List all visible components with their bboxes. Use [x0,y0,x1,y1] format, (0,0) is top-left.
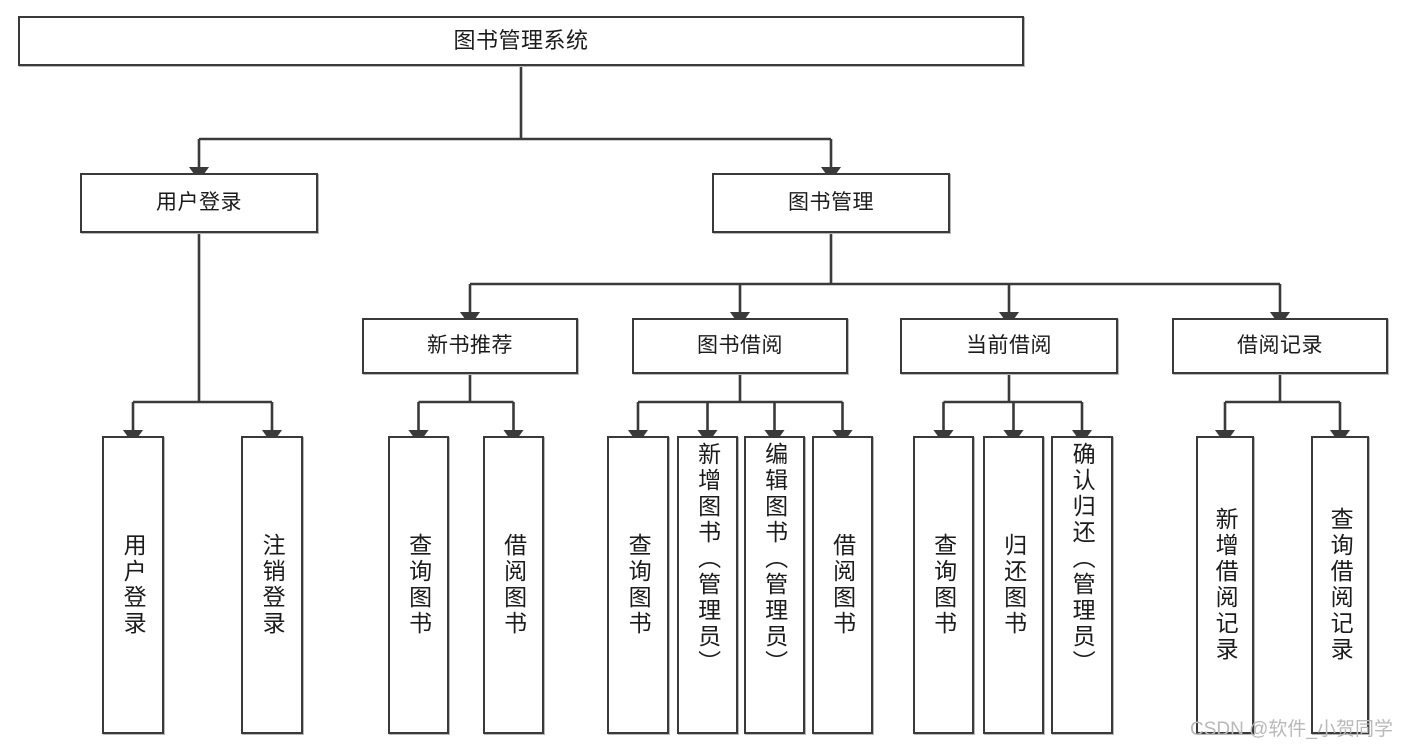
node-label: 用户登录 [156,190,242,214]
node-label: 当前借阅 [966,333,1052,357]
node-label: 查询借阅记录 [1327,507,1354,663]
node-leaf-add-book-admin[interactable]: 新增图书（管理员） [677,436,738,734]
node-label: 查询图书 [930,533,957,637]
node-leaf-add-borrow-record[interactable]: 新增借阅记录 [1196,436,1254,734]
node-label: 用户登录 [120,533,147,637]
node-label: 确认归还（管理员） [1069,442,1096,676]
node-leaf-user-logout[interactable]: 注销登录 [241,436,303,734]
node-leaf-query-book-2[interactable]: 查询图书 [607,436,669,734]
node-user-login[interactable]: 用户登录 [80,173,318,233]
node-leaf-borrow-book-2[interactable]: 借阅图书 [812,436,873,734]
node-leaf-user-login[interactable]: 用户登录 [102,436,164,734]
node-label: 查询图书 [405,533,432,637]
node-leaf-return-book[interactable]: 归还图书 [983,436,1044,734]
node-label: 新书推荐 [427,333,513,357]
node-root[interactable]: 图书管理系统 [18,16,1024,66]
node-leaf-query-book-3[interactable]: 查询图书 [913,436,974,734]
node-leaf-confirm-return-admin[interactable]: 确认归还（管理员） [1051,436,1113,734]
node-label: 新增图书（管理员） [694,442,721,676]
node-leaf-query-book-1[interactable]: 查询图书 [388,436,449,734]
node-label: 图书借阅 [697,333,783,357]
node-label: 借阅记录 [1237,333,1323,357]
node-label: 图书管理 [788,190,874,214]
node-leaf-query-borrow-record[interactable]: 查询借阅记录 [1311,436,1369,734]
node-leaf-edit-book-admin[interactable]: 编辑图书（管理员） [744,436,805,734]
node-new-book-rec[interactable]: 新书推荐 [362,318,578,374]
node-label: 新增借阅记录 [1212,507,1239,663]
node-book-manage[interactable]: 图书管理 [712,173,950,233]
node-label: 归还图书 [1000,533,1027,637]
node-book-borrow[interactable]: 图书借阅 [632,318,848,374]
node-label: 编辑图书（管理员） [761,442,788,676]
node-leaf-borrow-book-1[interactable]: 借阅图书 [483,436,544,734]
node-label: 注销登录 [259,533,286,637]
node-borrow-record[interactable]: 借阅记录 [1172,318,1388,374]
node-label: 借阅图书 [500,533,527,637]
node-current-borrow[interactable]: 当前借阅 [900,318,1118,374]
node-label: 借阅图书 [829,533,856,637]
node-label: 查询图书 [625,533,652,637]
watermark-text: CSDN @软件_小贺同学 [1190,719,1393,740]
node-label: 图书管理系统 [453,28,589,54]
